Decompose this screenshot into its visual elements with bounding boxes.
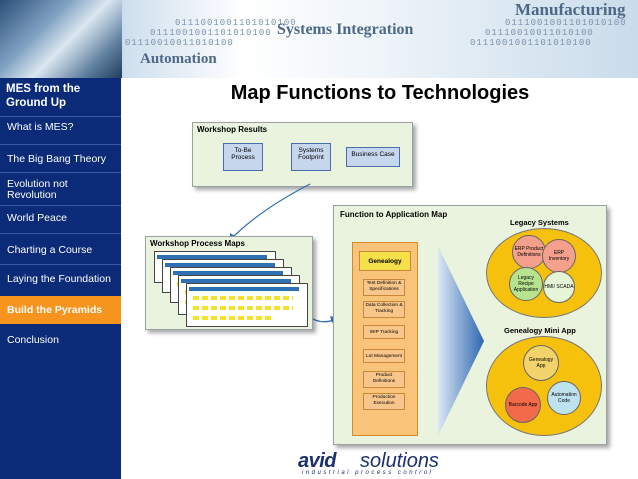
binary-text: 01110010011010100 [125, 38, 234, 48]
nav-item-evolution[interactable]: Evolution not Revolution [7, 178, 68, 201]
document-business-case: Business Case [346, 147, 400, 167]
banner-word: Automation [140, 51, 217, 67]
legacy-item: ERP Product Definitions [512, 235, 546, 269]
legacy-item: Legacy Recipe Application [509, 267, 543, 301]
legacy-systems-group: ERP Product Definitions ERP Inventory Le… [486, 228, 602, 318]
nav-item-laying-foundation[interactable]: Laying the Foundation [7, 273, 111, 285]
function-item: Test Definition & Specifications [363, 279, 405, 296]
function-item: WIP Tracking [363, 325, 405, 339]
nav-item-what-is-mes[interactable]: What is MES? [7, 121, 74, 133]
mini-app-item: Automation Code [547, 381, 581, 415]
sidebar: MES from the Ground Up What is MES? The … [0, 78, 121, 479]
logo-word-solutions: solutions [360, 450, 439, 472]
panel-title: Function to Application Map [340, 210, 448, 219]
banner-word: Systems Integration [277, 21, 414, 38]
divider [0, 172, 121, 173]
binary-text: 01110010011010100 [485, 28, 594, 38]
function-item: Production Execution [363, 393, 405, 410]
legacy-item: ERP Inventory [542, 239, 576, 273]
binary-text: 0111001001101010100 [175, 18, 297, 28]
sidebar-title-block: MES from the Ground Up [0, 78, 121, 116]
divider [0, 116, 121, 117]
nav-item-conclusion[interactable]: Conclusion [7, 334, 59, 346]
mini-app-group: Genealogy App Automation Code Barcode Ap… [486, 336, 602, 436]
divider [0, 205, 121, 206]
mini-app-item: Genealogy App [523, 345, 559, 381]
legacy-systems-label: Legacy Systems [510, 218, 569, 227]
function-application-map-panel: Function to Application Map Genealogy Te… [333, 205, 607, 445]
page-title: Map Functions to Technologies [230, 82, 530, 104]
divider [0, 144, 121, 145]
binary-text: 0111001001101010100 [470, 38, 592, 48]
process-map-sheet [186, 283, 308, 327]
banner-word: Manufacturing [515, 0, 626, 19]
binary-text: 0111001001101010100 [505, 18, 627, 28]
binary-text: 0111001001101010100 [150, 28, 272, 38]
mini-app-item: Barcode App [505, 387, 541, 423]
workshop-results-panel: Workshop Results To-Be Process Systems F… [192, 122, 413, 187]
nav-item-world-peace[interactable]: World Peace [7, 212, 67, 224]
nav-item-build-pyramids[interactable]: Build the Pyramids [0, 296, 121, 324]
document-systems-footprint: Systems Footprint [291, 143, 331, 171]
panel-title: Workshop Results [197, 125, 268, 134]
function-item-genealogy: Genealogy [359, 251, 411, 271]
banner-photo [0, 0, 122, 78]
nav-item-big-bang-theory[interactable]: The Big Bang Theory [7, 153, 107, 165]
divider [0, 233, 121, 234]
document-to-be-process: To-Be Process [223, 143, 263, 171]
function-item: Product Definitions [363, 371, 405, 388]
panel-title: Workshop Process Maps [150, 239, 245, 248]
divider [0, 264, 121, 265]
legacy-item: HMI/ SCADA [543, 271, 575, 303]
logo-word: avid [298, 450, 337, 472]
nav-item-charting-course[interactable]: Charting a Course [7, 244, 93, 256]
header-banner: 0111001001101010100 0111001001101010100 … [0, 0, 638, 78]
sidebar-title: MES from the Ground Up [6, 83, 81, 109]
function-list: Genealogy Test Definition & Specificatio… [352, 242, 418, 436]
logo-tagline: industrial process control [302, 470, 434, 476]
avid-solutions-logo: avid solutions industrial process contro… [298, 450, 468, 476]
function-item: Data Collection & Tracking [363, 301, 405, 318]
mapping-arrow [438, 246, 484, 436]
function-item: Lot Management [363, 349, 405, 363]
genealogy-mini-app-label: Genealogy Mini App [504, 326, 576, 335]
workshop-process-maps-panel: Workshop Process Maps [145, 236, 313, 330]
